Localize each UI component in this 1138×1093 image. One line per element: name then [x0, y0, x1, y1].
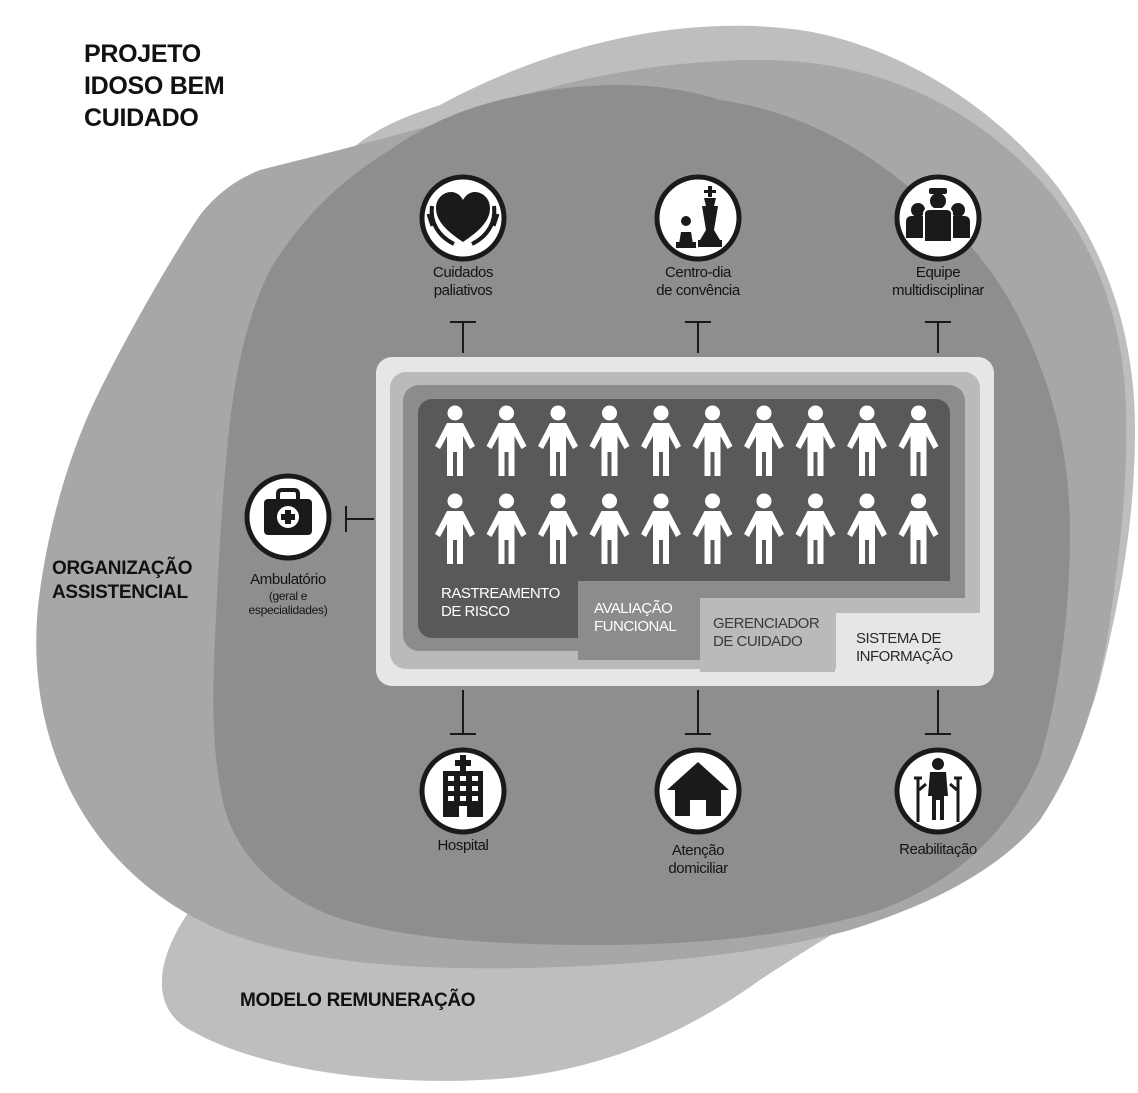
label-line: INFORMAÇÃO: [856, 648, 953, 665]
information-step: [836, 613, 992, 684]
care-manager-label: GERENCIADOR DE CUIDADO: [713, 615, 820, 651]
remuneration-title: MODELO REMUNERAÇÃO: [240, 989, 476, 1013]
chess-pieces-icon: [654, 174, 742, 262]
palliative-care-icon: [419, 174, 507, 262]
label-line: RASTREAMENTO: [441, 585, 560, 602]
connectors: [345, 321, 951, 735]
organization-title-line: ASSISTENCIAL: [52, 581, 188, 603]
risk-screening-label: RASTREAMENTO DE RISCO: [441, 585, 560, 621]
label-line: paliativos: [433, 281, 493, 299]
medical-kit-icon: [244, 473, 332, 561]
home-icon: [654, 747, 742, 835]
label-line: Centro-dia: [664, 264, 732, 281]
functional-assessment-label: AVALIAÇÃO FUNCIONAL: [594, 600, 677, 636]
rehabilitation-icon: [894, 747, 982, 835]
label-line: Reabilitação: [899, 841, 977, 858]
information-system-label: SISTEMA DE INFORMAÇÃO: [856, 630, 953, 666]
hospital-label: Hospital: [413, 837, 513, 855]
team-icon: [894, 174, 982, 262]
label-line: Ambulatório: [250, 571, 326, 588]
label-line: DE CUIDADO: [713, 633, 803, 650]
label-line: DE RISCO: [441, 603, 510, 620]
label-line: multidisciplinar: [892, 281, 984, 299]
team-label: Equipe multidisciplinar: [868, 264, 1008, 299]
remuneration-title-line: MODELO REMUNERAÇÃO: [240, 990, 476, 1011]
organization-title: ORGANIZAÇÃO ASSISTENCIAL: [52, 557, 193, 605]
palliative-care-label: Cuidados paliativos: [403, 264, 523, 299]
hospital-icon: [419, 747, 507, 835]
project-title-line: PROJETO: [84, 40, 201, 68]
project-title-line: IDOSO BEM: [84, 72, 225, 100]
day-center-label: Centro-dia de convência: [628, 264, 768, 299]
label-line: Equipe: [915, 264, 961, 281]
project-title: PROJETO IDOSO BEM CUIDADO: [84, 38, 225, 134]
outpatient-label: Ambulatório (geral e especialidades): [228, 571, 348, 617]
label-line: Atenção: [671, 842, 725, 859]
label-line: domiciliar: [668, 859, 728, 877]
label-line: GERENCIADOR: [713, 615, 820, 632]
label-line: especialidades): [248, 602, 328, 617]
project-title-line: CUIDADO: [84, 104, 199, 132]
label-line: de convência: [656, 281, 740, 299]
label-line: AVALIAÇÃO: [594, 600, 673, 617]
label-line: Cuidados: [432, 264, 494, 281]
label-line: SISTEMA DE: [856, 630, 942, 647]
label-line: Hospital: [437, 837, 489, 854]
label-line: FUNCIONAL: [594, 618, 677, 635]
rehabilitation-label: Reabilitação: [878, 841, 998, 859]
organization-title-line: ORGANIZAÇÃO: [52, 558, 193, 579]
home-care-label: Atenção domiciliar: [638, 842, 758, 877]
label-line: (geral e: [268, 588, 308, 603]
